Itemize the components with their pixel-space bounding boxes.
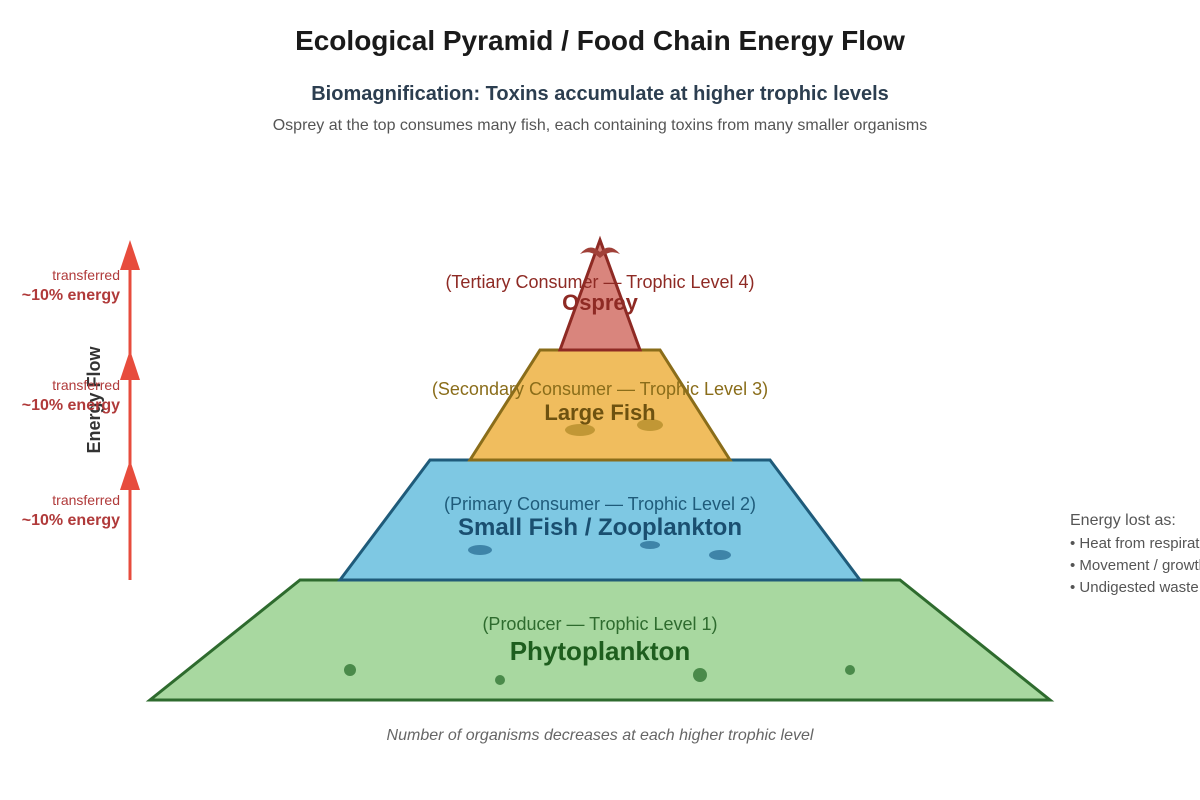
phytoplankton-dot bbox=[693, 668, 707, 682]
energy-loss-note: Energy lost as: • Heat from respiration … bbox=[1070, 512, 1200, 596]
transfer-label-line2: ~10% energy bbox=[22, 397, 120, 414]
small-fish-icon bbox=[640, 541, 660, 549]
phytoplankton-dot bbox=[495, 675, 505, 685]
diagram-caption: Number of organisms decreases at each hi… bbox=[387, 727, 814, 744]
page-subtitle: Biomagnification: Toxins accumulate at h… bbox=[311, 83, 889, 105]
level-2-role: (Primary Consumer — Trophic Level 2) bbox=[444, 494, 756, 514]
transfer-label-line2: ~10% energy bbox=[22, 287, 120, 304]
energy-transfer-middle: transferred ~10% energy bbox=[22, 377, 120, 414]
level-4-role: (Tertiary Consumer — Trophic Level 4) bbox=[445, 272, 754, 292]
page-description: Osprey at the top consumes many fish, ea… bbox=[273, 117, 928, 134]
level-1-name: Phytoplankton bbox=[510, 636, 691, 666]
pyramid-level-4: (Tertiary Consumer — Trophic Level 4) Os… bbox=[445, 235, 755, 352]
level-4-name: Osprey bbox=[562, 290, 639, 315]
energy-loss-heading: Energy lost as: bbox=[1070, 512, 1176, 529]
energy-loss-item: • Movement / growth bbox=[1070, 557, 1200, 574]
transfer-label-line1: transferred bbox=[52, 267, 120, 283]
level-2-name: Small Fish / Zooplankton bbox=[458, 514, 742, 541]
arrow-head-top bbox=[120, 240, 140, 270]
large-fish-icon bbox=[565, 424, 595, 436]
level-3-name: Large Fish bbox=[544, 400, 655, 425]
pyramid-level-3: (Secondary Consumer — Trophic Level 3) L… bbox=[432, 348, 768, 462]
phytoplankton-dot bbox=[344, 664, 356, 676]
large-fish-icon bbox=[637, 419, 663, 431]
small-fish-icon bbox=[468, 545, 492, 555]
arrow-head-middle bbox=[120, 350, 140, 380]
level-1-role: (Producer — Trophic Level 1) bbox=[482, 614, 717, 634]
arrow-head-bottom bbox=[120, 460, 140, 490]
energy-flow-label: Energy Flow bbox=[84, 345, 104, 453]
pyramid-level-2: (Primary Consumer — Trophic Level 2) Sma… bbox=[337, 458, 863, 582]
small-fish-icon bbox=[709, 550, 731, 560]
transfer-label-line2: ~10% energy bbox=[22, 512, 120, 529]
transfer-label-line1: transferred bbox=[52, 377, 120, 393]
energy-loss-item: • Heat from respiration bbox=[1070, 535, 1200, 552]
level-4-triangle bbox=[557, 235, 643, 352]
energy-transfer-bottom: transferred ~10% energy bbox=[22, 492, 120, 529]
energy-loss-item: • Undigested waste bbox=[1070, 579, 1199, 596]
osprey-bird-icon bbox=[580, 247, 620, 258]
phytoplankton-dot bbox=[845, 665, 855, 675]
energy-flow-arrow: Energy Flow bbox=[84, 240, 140, 580]
page-title: Ecological Pyramid / Food Chain Energy F… bbox=[295, 25, 905, 56]
transfer-label-line1: transferred bbox=[52, 492, 120, 508]
pyramid-level-1: (Producer — Trophic Level 1) Phytoplankt… bbox=[145, 578, 1055, 702]
level-3-role: (Secondary Consumer — Trophic Level 3) bbox=[432, 379, 768, 399]
energy-transfer-top: transferred ~10% energy bbox=[22, 267, 120, 304]
